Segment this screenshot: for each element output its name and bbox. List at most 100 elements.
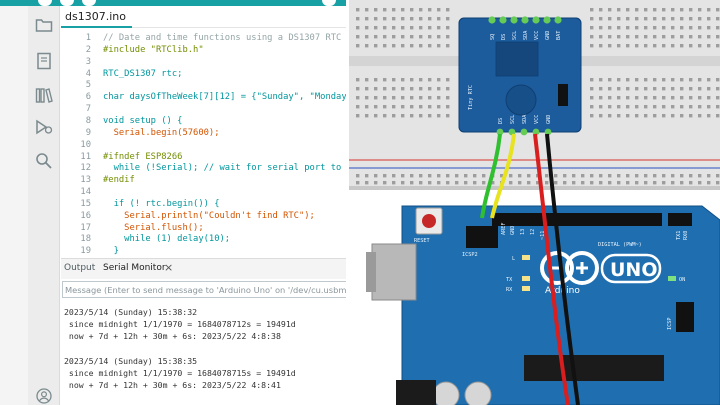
code-text: Serial.begin(57600); xyxy=(103,127,220,138)
code-text: #endif xyxy=(103,175,135,186)
breadboard-hole xyxy=(716,96,720,100)
library-manager-icon[interactable] xyxy=(35,86,53,104)
code-line[interactable]: 19 } xyxy=(61,244,346,258)
breadboard-hole xyxy=(698,114,702,118)
code-line[interactable]: 17 Serial.flush(); xyxy=(61,221,346,236)
debug-icon[interactable] xyxy=(35,118,53,136)
search-icon[interactable] xyxy=(35,152,53,170)
breadboard-hole xyxy=(374,114,378,118)
breadboard-hole xyxy=(653,44,657,48)
breadboard-hole xyxy=(671,26,675,30)
breadboard-hole xyxy=(716,17,720,21)
breadboard-hole xyxy=(446,17,450,21)
breadboard-hole xyxy=(419,35,423,39)
breadboard-hole xyxy=(608,44,612,48)
code-line[interactable]: 1// Date and time functions using a DS13… xyxy=(61,31,346,46)
tab-serial-monitor[interactable]: Serial Monitor xyxy=(103,263,166,273)
breadboard-hole xyxy=(689,174,693,178)
breadboard-hole xyxy=(374,105,378,109)
breadboard-hole xyxy=(509,181,513,185)
breadboard-hole xyxy=(590,44,594,48)
verify-button[interactable] xyxy=(38,0,52,6)
breadboard-hole xyxy=(536,181,540,185)
code-text: if (! rtc.begin()) { xyxy=(103,198,220,209)
panel-divider[interactable] xyxy=(61,258,346,259)
code-text: while (1) delay(10); xyxy=(103,234,231,245)
breadboard-hole xyxy=(698,105,702,109)
breadboard-hole xyxy=(707,26,711,30)
breadboard-hole xyxy=(608,35,612,39)
breadboard-hole xyxy=(617,35,621,39)
account-icon[interactable] xyxy=(36,388,52,404)
breadboard-hole xyxy=(374,8,378,12)
breadboard-hole xyxy=(482,174,486,178)
breadboard-hole xyxy=(374,87,378,91)
breadboard-hole xyxy=(707,8,711,12)
code-line[interactable]: 15 if (! rtc.begin()) { xyxy=(61,197,346,212)
serial-plotter-button[interactable] xyxy=(322,0,336,6)
breadboard-hole xyxy=(365,44,369,48)
breadboard-hole xyxy=(392,105,396,109)
code-line[interactable]: 12 while (!Serial); // wait for serial p… xyxy=(61,161,346,176)
breadboard-hole xyxy=(365,26,369,30)
breadboard-hole xyxy=(392,87,396,91)
serial-line: 2023/5/14 (Sunday) 15:38:35 xyxy=(64,355,198,366)
code-line[interactable]: 10 xyxy=(61,138,346,153)
code-text: Serial.println("Couldn't find RTC"); xyxy=(103,210,315,221)
code-line[interactable]: 7 xyxy=(61,102,346,117)
tab-output[interactable]: Output xyxy=(64,263,96,273)
code-line[interactable]: 9 Serial.begin(57600); xyxy=(61,126,346,141)
breadboard-hole xyxy=(689,8,693,12)
breadboard-hole xyxy=(419,8,423,12)
breadboard-hole xyxy=(410,181,414,185)
breadboard-hole xyxy=(635,78,639,82)
upload-button[interactable] xyxy=(60,0,74,6)
code-text: while (!Serial); // wait for serial port… xyxy=(113,163,342,174)
breadboard-hole xyxy=(671,35,675,39)
code-line[interactable]: 13#endif xyxy=(61,173,346,188)
breadboard-hole xyxy=(608,174,612,178)
breadboard-hole xyxy=(392,26,396,30)
breadboard-hole xyxy=(428,87,432,91)
breadboard-hole xyxy=(356,96,360,100)
window-title-strip xyxy=(0,0,346,6)
breadboard-hole xyxy=(365,8,369,12)
breadboard-hole xyxy=(410,44,414,48)
breadboard-hole xyxy=(383,17,387,21)
folder-icon[interactable] xyxy=(35,16,53,34)
breadboard-hole xyxy=(428,105,432,109)
breadboard-hole xyxy=(617,17,621,21)
breadboard-hole xyxy=(599,96,603,100)
code-editor[interactable]: 1// Date and time functions using a DS13… xyxy=(61,28,346,258)
breadboard-hole xyxy=(365,105,369,109)
breadboard-hole xyxy=(590,181,594,185)
debug-button[interactable] xyxy=(82,0,96,6)
code-line[interactable]: 14 xyxy=(61,185,346,200)
breadboard-hole xyxy=(626,105,630,109)
breadboard-hole xyxy=(707,87,711,91)
breadboard-hole xyxy=(653,96,657,100)
serial-message-input[interactable]: Message (Enter to send message to 'Ardui… xyxy=(62,281,346,298)
breadboard-hole xyxy=(689,87,693,91)
breadboard-hole xyxy=(707,105,711,109)
breadboard-hole xyxy=(689,17,693,21)
breadboard-hole xyxy=(626,17,630,21)
file-tab-ds1307[interactable]: ds1307.ino xyxy=(61,6,132,28)
code-line[interactable]: 18 while (1) delay(10); xyxy=(61,232,346,247)
boards-manager-icon[interactable] xyxy=(35,52,53,70)
breadboard-hole xyxy=(446,174,450,178)
close-icon[interactable]: × xyxy=(164,261,174,274)
code-line[interactable]: 3 xyxy=(61,55,346,70)
breadboard-hole xyxy=(446,35,450,39)
code-line[interactable]: 16 Serial.println("Couldn't find RTC"); xyxy=(61,209,346,224)
serial-line: now + 7d + 12h + 30m + 6s: 2023/5/22 4:8… xyxy=(64,331,281,342)
code-line[interactable]: 11#ifndef ESP8266 xyxy=(61,150,346,165)
breadboard-hole xyxy=(473,174,477,178)
code-line[interactable]: 5 xyxy=(61,78,346,93)
breadboard-hole xyxy=(383,26,387,30)
code-line[interactable]: 2#include "RTClib.h" xyxy=(61,43,346,58)
breadboard-hole xyxy=(671,87,675,91)
